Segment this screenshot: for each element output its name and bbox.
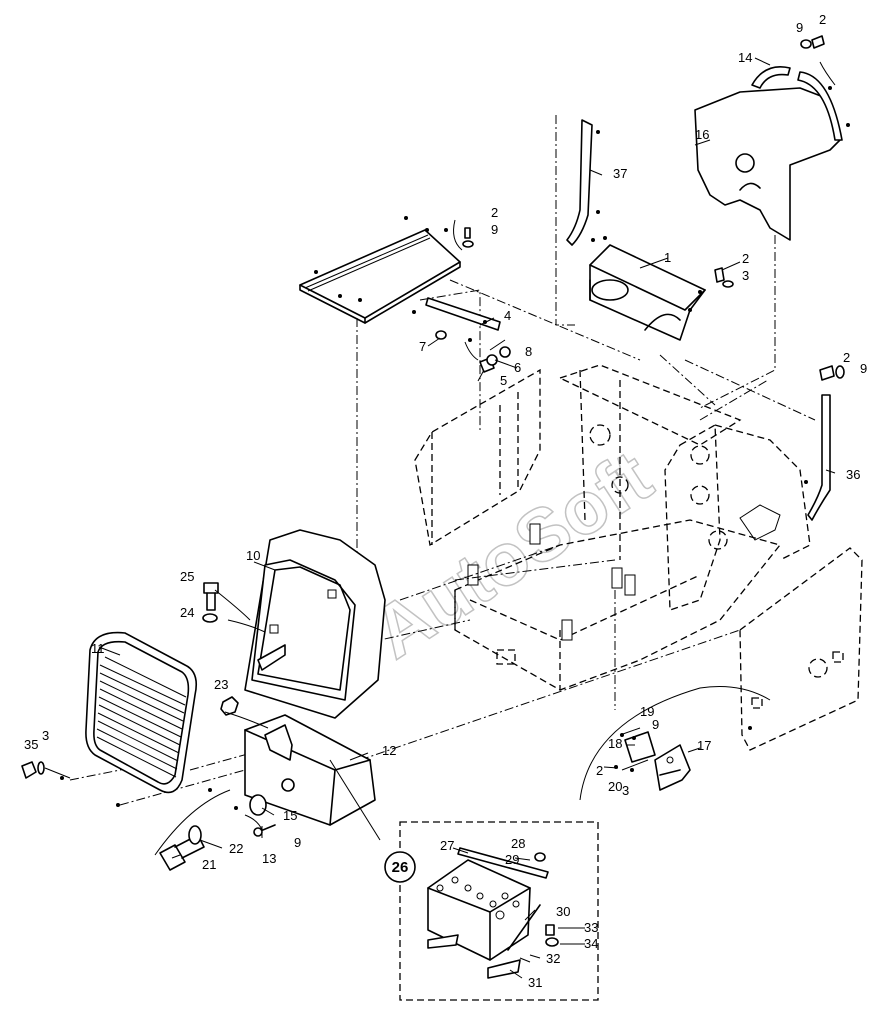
rear-cover-plate: [694, 87, 841, 241]
part-label-p4: 4: [504, 308, 511, 323]
part-label-p35: 35: [24, 737, 38, 752]
part-label-p2d: 2: [843, 350, 850, 365]
bar-bracket: [425, 297, 501, 331]
battery-inset: [399, 821, 599, 1001]
part-label-p12: 12: [382, 743, 396, 758]
part-label-p11: 11: [91, 641, 105, 656]
part-label-p7: 7: [419, 339, 426, 354]
part-label-p34: 34: [584, 936, 598, 951]
part-label-p36: 36: [846, 467, 860, 482]
part-label-p30: 30: [556, 904, 570, 919]
screws: [60, 86, 850, 810]
arc-leaders: [154, 589, 771, 856]
part-label-p17: 17: [697, 738, 711, 753]
part-label-p14: 14: [738, 50, 752, 65]
assembly-leaders: [69, 115, 816, 806]
part-label-p32: 32: [546, 951, 560, 966]
part-label-p6: 6: [514, 360, 521, 375]
part-label-p9b: 9: [491, 222, 498, 237]
main-frame: [414, 364, 863, 751]
part-label-p22: 22: [229, 841, 243, 856]
part-label-p3b: 3: [42, 728, 49, 743]
hinge-plates: [619, 727, 691, 791]
part-label-p8: 8: [525, 344, 532, 359]
part-label-p3c: 3: [622, 783, 629, 798]
part-label-p10: 10: [246, 548, 260, 563]
part-label-p2e: 2: [596, 763, 603, 778]
part-label-p1: 1: [664, 250, 671, 265]
part-label-p2c: 2: [742, 251, 749, 266]
part-label-p9c: 9: [860, 361, 867, 376]
hardware-left: [21, 582, 276, 871]
part-label-p23: 23: [214, 677, 228, 692]
callout-26: 26: [384, 851, 416, 883]
grille: [85, 631, 198, 794]
part-label-p28: 28: [511, 836, 525, 851]
part-label-p9a: 9: [796, 20, 803, 35]
part-label-p3a: 3: [742, 268, 749, 283]
vertical-bracket: [566, 119, 593, 246]
label-leaders: [98, 57, 836, 979]
lower-box: [244, 714, 376, 826]
part-label-p15: 15: [283, 808, 297, 823]
part-label-p31: 31: [528, 975, 542, 990]
part-label-p19: 19: [640, 704, 654, 719]
part-label-p24: 24: [180, 605, 194, 620]
part-label-p16: 16: [695, 127, 709, 142]
part-label-p9d: 9: [652, 717, 659, 732]
trim-strip: [751, 66, 843, 141]
hardware-top: [435, 35, 845, 381]
part-label-p2b: 2: [491, 205, 498, 220]
part-label-p21: 21: [202, 857, 216, 872]
part-label-p2a: 2: [819, 12, 826, 27]
top-mount-bracket: [589, 244, 706, 341]
part-label-p20: 20: [608, 779, 622, 794]
part-label-p5: 5: [500, 373, 507, 388]
part-label-p29: 29: [505, 852, 519, 867]
part-label-p27: 27: [440, 838, 454, 853]
part-label-p33: 33: [584, 920, 598, 935]
part-label-p37: 37: [613, 166, 627, 181]
hood-cover: [244, 529, 386, 719]
side-bracket: [807, 394, 831, 521]
callout-26-label: 26: [392, 859, 409, 876]
part-label-p13: 13: [262, 851, 276, 866]
part-label-p25: 25: [180, 569, 194, 584]
part-label-p18: 18: [608, 736, 622, 751]
part-label-p9e: 9: [294, 835, 301, 850]
